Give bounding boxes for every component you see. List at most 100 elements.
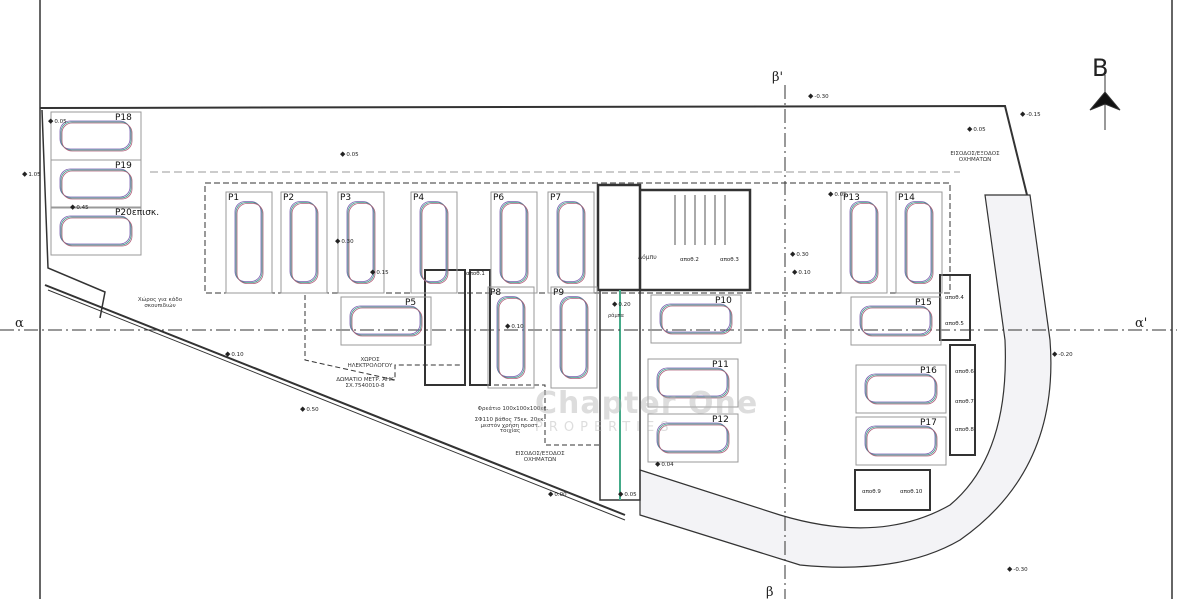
car-icon (419, 201, 447, 282)
level-marker: 0.05 (967, 125, 985, 133)
level-marker: 0.45 (70, 203, 88, 211)
parking-space-label: P18 (115, 113, 132, 123)
parking-space-label: P20επισκ. (115, 208, 160, 218)
parking-bay (850, 296, 942, 346)
level-marker: 0.30 (335, 237, 353, 245)
parking-space-label: P14 (898, 193, 915, 203)
north-label: B (1092, 54, 1109, 82)
storage-room-label: αποθ.1 (466, 271, 485, 277)
parking-bay (50, 159, 142, 209)
level-marker: 1.05 (22, 170, 40, 178)
parking-space-label: P19 (115, 161, 132, 171)
storage-room-label: αποθ.8 (955, 427, 974, 433)
lift-shaft (596, 183, 642, 292)
car-icon (560, 297, 588, 378)
car-icon (864, 425, 936, 455)
vehicle-entrance-label-2: ΕΙΣΟΔΟΣ/ΕΞΟΔΟΣ ΟΧΗΜΑΤΩΝ (950, 151, 1000, 163)
car-icon (559, 296, 587, 377)
car-icon (558, 203, 586, 284)
parking-bay (840, 191, 888, 294)
car-icon (61, 122, 133, 152)
car-icon (61, 170, 133, 200)
car-icon (657, 368, 729, 398)
car-icon (235, 202, 263, 283)
car-icon (499, 201, 527, 282)
watermark-logo: Chapter One (535, 386, 759, 421)
parking-bay (855, 416, 947, 466)
car-icon (236, 203, 264, 284)
car-icon (349, 305, 421, 335)
car-icon (291, 203, 319, 284)
parking-space-label: P11 (712, 360, 729, 370)
car-icon (421, 203, 449, 284)
car-icon (659, 303, 731, 333)
storage-room-label: αποθ.3 (720, 257, 739, 263)
parking-bay (280, 191, 328, 294)
car-icon (658, 369, 730, 399)
level-marker: 0.05 (828, 190, 846, 198)
parking-space-label: P9 (553, 288, 565, 298)
car-icon (866, 427, 938, 457)
section-b-prime-label: β' (772, 70, 784, 85)
curb-diagonal (44, 284, 626, 516)
car-icon (61, 217, 133, 247)
parking-space-label: P7 (550, 193, 562, 203)
car-icon (860, 306, 932, 336)
car-icon (497, 297, 525, 378)
parking-space-label: P3 (340, 193, 352, 203)
car-icon (657, 423, 729, 453)
parking-bay (490, 191, 538, 294)
parking-space-label: P17 (920, 418, 937, 428)
parking-space-label: P4 (413, 193, 425, 203)
car-icon (865, 426, 937, 456)
parking-bay (647, 413, 739, 463)
site-boundary-left (41, 109, 106, 319)
level-marker: 0.30 (790, 250, 808, 258)
level-marker: -0.15 (1020, 110, 1040, 118)
planting-strip (639, 194, 1052, 568)
parking-space-label: P1 (228, 193, 240, 203)
pipe-note-label: ΣΦ110 βάθος 75εκ. 20εκ. μεστόν χρήση προ… (474, 417, 546, 434)
car-icon (498, 298, 526, 379)
parking-space-label: P15 (915, 298, 932, 308)
car-icon (660, 304, 732, 334)
car-icon (234, 201, 262, 282)
manhole-label: Φρεάτιο 100x100x100εκ. (477, 406, 549, 412)
car-icon (60, 216, 132, 246)
storage-room-label: αποθ.4 (945, 295, 964, 301)
meter-room-label: ΔΩΜΑΤΙΟ ΜΕΤΡ. ΑΗΚ ΣΧ.7540010-8 (336, 377, 394, 389)
parking-space-label: P6 (493, 193, 505, 203)
storage-room-label: αποθ.5 (945, 321, 964, 327)
level-marker: 0.00 (548, 490, 566, 498)
level-marker: -0.30 (1007, 565, 1027, 573)
site-boundary-top (39, 104, 1028, 196)
parking-bay (225, 191, 273, 294)
car-icon (906, 203, 934, 284)
storage-room-label: αποθ.10 (900, 489, 923, 495)
car-icon (60, 121, 132, 151)
storage-room-label: αποθ.2 (680, 257, 699, 263)
level-marker: 0.05 (618, 490, 636, 498)
ramp-label: ράμπα (608, 313, 624, 319)
car-icon (557, 202, 585, 283)
parking-bay (550, 286, 598, 389)
section-b-label: β (766, 585, 774, 599)
level-marker: 0.50 (300, 405, 318, 413)
level-marker: 0.05 (340, 150, 358, 158)
car-icon (864, 373, 936, 403)
watermark-logo-sub: PROPERTIES (535, 420, 675, 435)
storage-room-label: αποθ.7 (955, 399, 974, 405)
parking-space-label: P10 (715, 296, 732, 306)
parking-bay (647, 358, 739, 408)
stair-core (640, 188, 752, 292)
bin-area-label: Χώρος για κάδο σκουπιδιών (137, 297, 183, 309)
parking-bay (410, 191, 458, 294)
car-icon (59, 215, 131, 245)
car-icon (289, 201, 317, 282)
parking-bay (895, 191, 943, 294)
car-outlines (50, 111, 947, 466)
car-icon (500, 202, 528, 283)
level-marker: 0.10 (505, 322, 523, 330)
car-icon (656, 422, 728, 452)
car-icon (905, 202, 933, 283)
